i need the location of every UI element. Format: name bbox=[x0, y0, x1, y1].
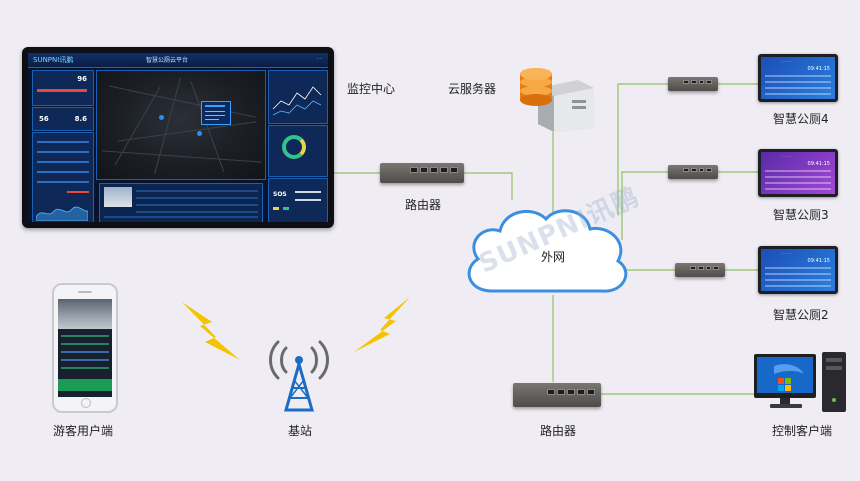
terminal-header: ············ bbox=[781, 251, 793, 255]
panel-environment bbox=[32, 132, 94, 222]
terminal-time: 09:41:15 bbox=[807, 161, 830, 167]
router-toilet3-icon bbox=[668, 165, 718, 179]
label-toilet3: 智慧公厕3 bbox=[773, 208, 829, 222]
lightning-left-icon bbox=[182, 302, 240, 360]
control-desktop-icon bbox=[754, 352, 846, 412]
label-monitoring-center: 监控中心 bbox=[347, 82, 396, 96]
monitoring-center-display: SUNPNI讯鹏 智慧公厕云平台 ···· 96 56 8.6 bbox=[22, 47, 334, 228]
map-pin bbox=[159, 115, 164, 120]
line-router-cloud bbox=[462, 172, 513, 200]
stat-a: 96 bbox=[77, 75, 87, 83]
city-map bbox=[96, 70, 266, 180]
router-toilet2-icon bbox=[675, 263, 725, 277]
dashboard-date: ···· bbox=[316, 56, 322, 61]
dashboard-title: 智慧公厕云平台 bbox=[146, 57, 189, 64]
stat-b: 56 bbox=[39, 115, 49, 123]
router-top-icon bbox=[380, 163, 464, 183]
panel-stats: 56 8.6 bbox=[32, 107, 94, 131]
terminal-header: ············ bbox=[781, 154, 793, 158]
panel-chart bbox=[268, 70, 328, 124]
toilet3-display: ············ 09:41:15 bbox=[758, 149, 838, 197]
phone-screen bbox=[58, 299, 112, 397]
dashboard-header: SUNPNI讯鹏 智慧公厕云平台 ···· bbox=[28, 53, 328, 68]
panel-donut bbox=[268, 125, 328, 177]
router-bottom-icon bbox=[513, 383, 601, 407]
phone-home-button bbox=[81, 398, 91, 408]
cloud-server-icon bbox=[520, 68, 594, 132]
toilet4-display: ············ 09:41:15 bbox=[758, 54, 838, 102]
label-router-top: 路由器 bbox=[405, 198, 442, 212]
panel-visitors: 96 bbox=[32, 70, 94, 106]
label-internet: 外网 bbox=[541, 250, 566, 264]
label-control-client: 控制客户端 bbox=[772, 424, 833, 438]
terminal-time: 09:41:15 bbox=[807, 66, 830, 72]
terminal-time: 09:41:15 bbox=[807, 258, 830, 264]
label-toilet4: 智慧公厕4 bbox=[773, 112, 829, 126]
trend-wave-chart bbox=[36, 206, 88, 221]
router-toilet4-icon bbox=[668, 77, 718, 91]
line-cloud-router3 bbox=[621, 171, 668, 240]
progress-bar bbox=[37, 89, 87, 92]
stat-c: 8.6 bbox=[74, 115, 87, 123]
label-base-station: 基站 bbox=[288, 424, 313, 438]
lightning-right-icon bbox=[354, 297, 410, 352]
visitor-phone bbox=[52, 283, 118, 413]
label-router-bottom: 路由器 bbox=[540, 424, 577, 438]
label-toilet2: 智慧公厕2 bbox=[773, 308, 829, 322]
dashboard-screen: SUNPNI讯鹏 智慧公厕云平台 ···· 96 56 8.6 bbox=[28, 53, 328, 222]
map-pin bbox=[197, 131, 202, 136]
dashboard-logo: SUNPNI讯鹏 bbox=[33, 56, 74, 64]
donut-chart bbox=[282, 135, 306, 159]
label-cloud-server: 云服务器 bbox=[448, 82, 497, 96]
panel-alarm: SOS bbox=[268, 178, 328, 222]
toilet2-display: ············ 09:41:15 bbox=[758, 246, 838, 294]
base-station-icon bbox=[269, 340, 329, 412]
info-table bbox=[99, 183, 263, 222]
sos-label: SOS bbox=[273, 191, 287, 198]
internet-cloud-icon bbox=[467, 209, 628, 293]
terminal-header: ············ bbox=[781, 59, 793, 63]
label-visitor-client: 游客用户端 bbox=[53, 424, 114, 438]
map-popup bbox=[201, 101, 231, 125]
line-cloud-router4 bbox=[617, 83, 668, 215]
